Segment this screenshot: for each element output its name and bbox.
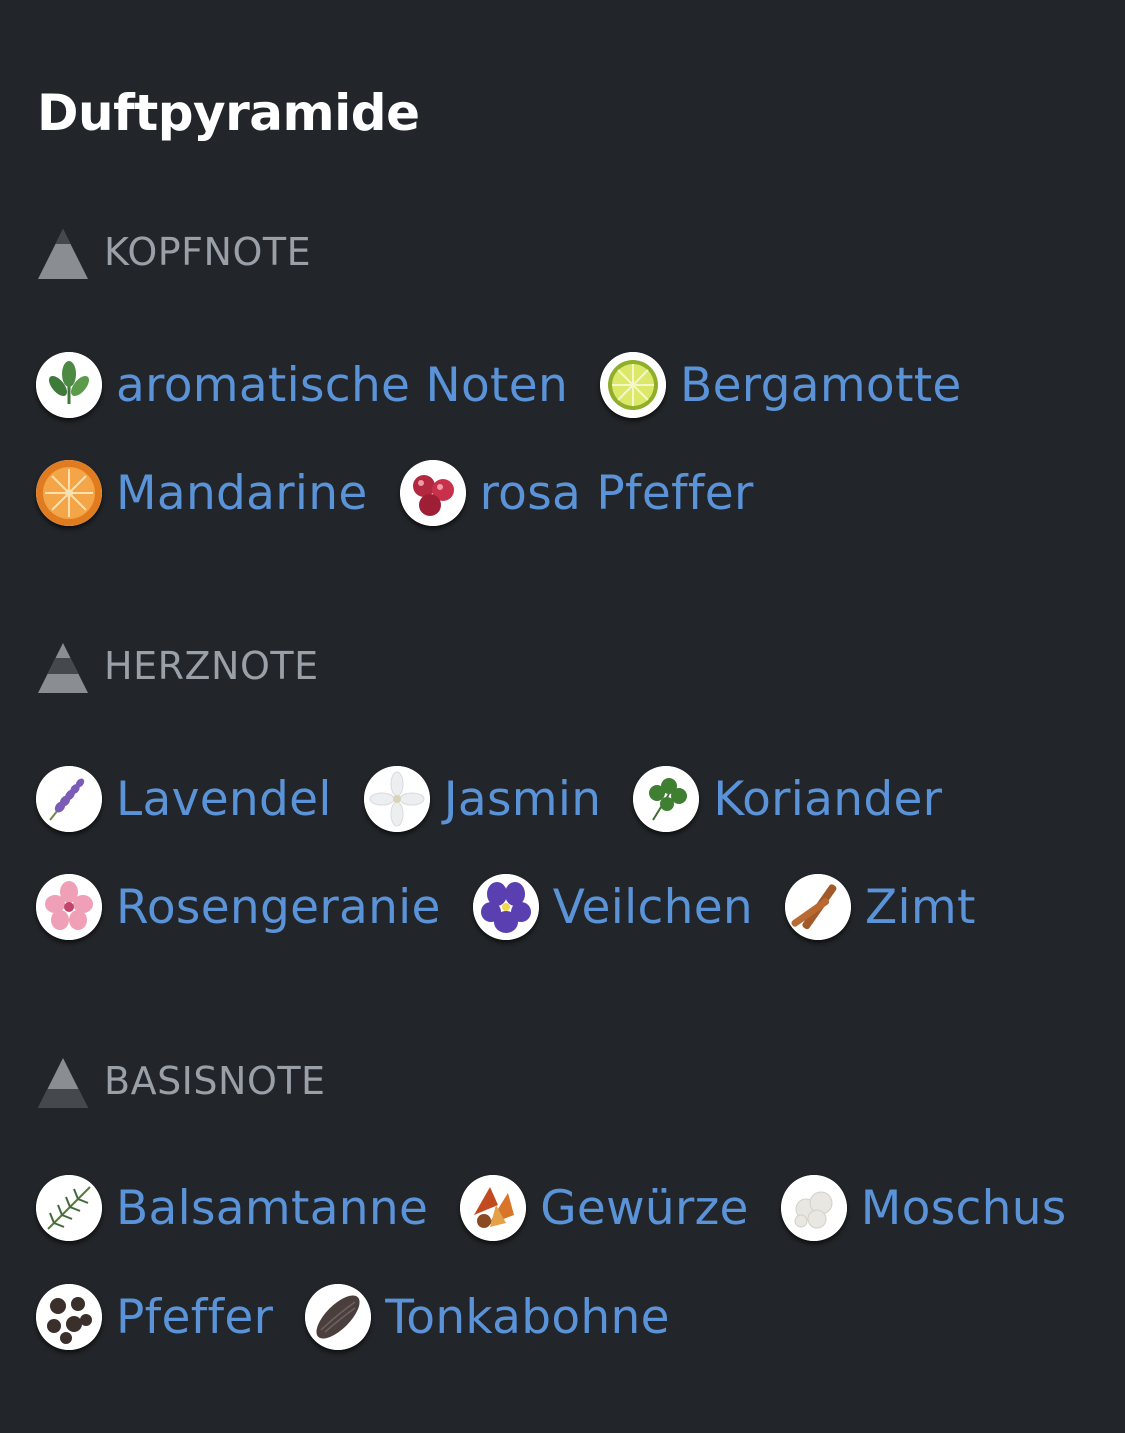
section-header: KOPFNOTE bbox=[36, 224, 311, 280]
violet-flower-icon bbox=[472, 874, 539, 940]
note-aromatische-noten[interactable]: aromatische Noten bbox=[36, 352, 568, 418]
cinnamon-sticks-icon bbox=[785, 874, 852, 940]
notes-row: Rosengeranie Veilchen bbox=[36, 872, 1008, 942]
rose-geranium-icon bbox=[36, 874, 102, 940]
note-lavendel[interactable]: Lavendel bbox=[36, 766, 332, 832]
peppercorns-icon bbox=[36, 1284, 102, 1350]
notes-row: Pfeffer Tonkabohne bbox=[36, 1282, 702, 1352]
note-veilchen[interactable]: Veilchen bbox=[472, 874, 754, 940]
pyramid-base-icon bbox=[38, 1058, 88, 1108]
note-label: Mandarine bbox=[116, 465, 368, 521]
note-moschus[interactable]: Moschus bbox=[780, 1175, 1067, 1241]
lavender-icon bbox=[36, 766, 102, 832]
note-label: Gewürze bbox=[540, 1180, 749, 1236]
section-label: KOPFNOTE bbox=[104, 230, 312, 274]
note-label: Lavendel bbox=[116, 771, 332, 827]
note-pfeffer[interactable]: Pfeffer bbox=[36, 1284, 273, 1350]
herb-leaves-icon bbox=[36, 352, 102, 418]
note-bergamotte[interactable]: Bergamotte bbox=[600, 352, 962, 418]
section-header: HERZNOTE bbox=[36, 638, 319, 694]
bergamot-slice-icon bbox=[600, 352, 667, 418]
notes-row: Balsamtanne Gewürze bbox=[36, 1173, 1099, 1243]
section-label: HERZNOTE bbox=[104, 644, 319, 688]
section-label: BASISNOTE bbox=[104, 1059, 326, 1103]
note-rosa-pfeffer[interactable]: rosa Pfeffer bbox=[399, 460, 754, 526]
notes-row: aromatische Noten Bergamotte bbox=[36, 350, 994, 420]
note-jasmin[interactable]: Jasmin bbox=[363, 766, 602, 832]
note-label: Balsamtanne bbox=[116, 1180, 429, 1236]
notes-row: Mandarine rosa Pfeffer bbox=[36, 458, 786, 528]
note-koriander[interactable]: Koriander bbox=[633, 766, 942, 832]
note-label: Bergamotte bbox=[680, 357, 962, 413]
note-tonkabohne[interactable]: Tonkabohne bbox=[305, 1284, 670, 1350]
jasmine-flower-icon bbox=[363, 766, 430, 832]
note-label: Tonkabohne bbox=[385, 1289, 670, 1345]
pink-pepper-icon bbox=[399, 460, 466, 526]
section-header: BASISNOTE bbox=[36, 1053, 326, 1109]
spices-icon bbox=[460, 1175, 527, 1241]
note-label: Zimt bbox=[865, 879, 976, 935]
note-rosengeranie[interactable]: Rosengeranie bbox=[36, 874, 441, 940]
mandarin-slice-icon bbox=[36, 460, 102, 526]
note-label: Veilchen bbox=[552, 879, 754, 935]
notes-row: Lavendel Jasmin bbox=[36, 764, 974, 834]
tonka-bean-icon bbox=[305, 1284, 372, 1350]
note-zimt[interactable]: Zimt bbox=[785, 874, 976, 940]
note-balsamtanne[interactable]: Balsamtanne bbox=[36, 1175, 428, 1241]
note-gewuerze[interactable]: Gewürze bbox=[460, 1175, 749, 1241]
musk-crystals-icon bbox=[780, 1175, 847, 1241]
note-label: Rosengeranie bbox=[116, 879, 441, 935]
note-label: Pfeffer bbox=[116, 1289, 274, 1345]
note-label: rosa Pfeffer bbox=[479, 465, 754, 521]
pyramid-middle-icon bbox=[38, 643, 88, 693]
note-mandarine[interactable]: Mandarine bbox=[36, 460, 368, 526]
fir-branch-icon bbox=[36, 1175, 102, 1241]
pyramid-top-icon bbox=[38, 229, 88, 279]
coriander-leaf-icon bbox=[633, 766, 700, 832]
page-title: Duftpyramide bbox=[37, 84, 420, 142]
note-label: Moschus bbox=[860, 1180, 1067, 1236]
note-label: aromatische Noten bbox=[116, 357, 569, 413]
note-label: Koriander bbox=[713, 771, 943, 827]
note-label: Jasmin bbox=[443, 771, 602, 827]
